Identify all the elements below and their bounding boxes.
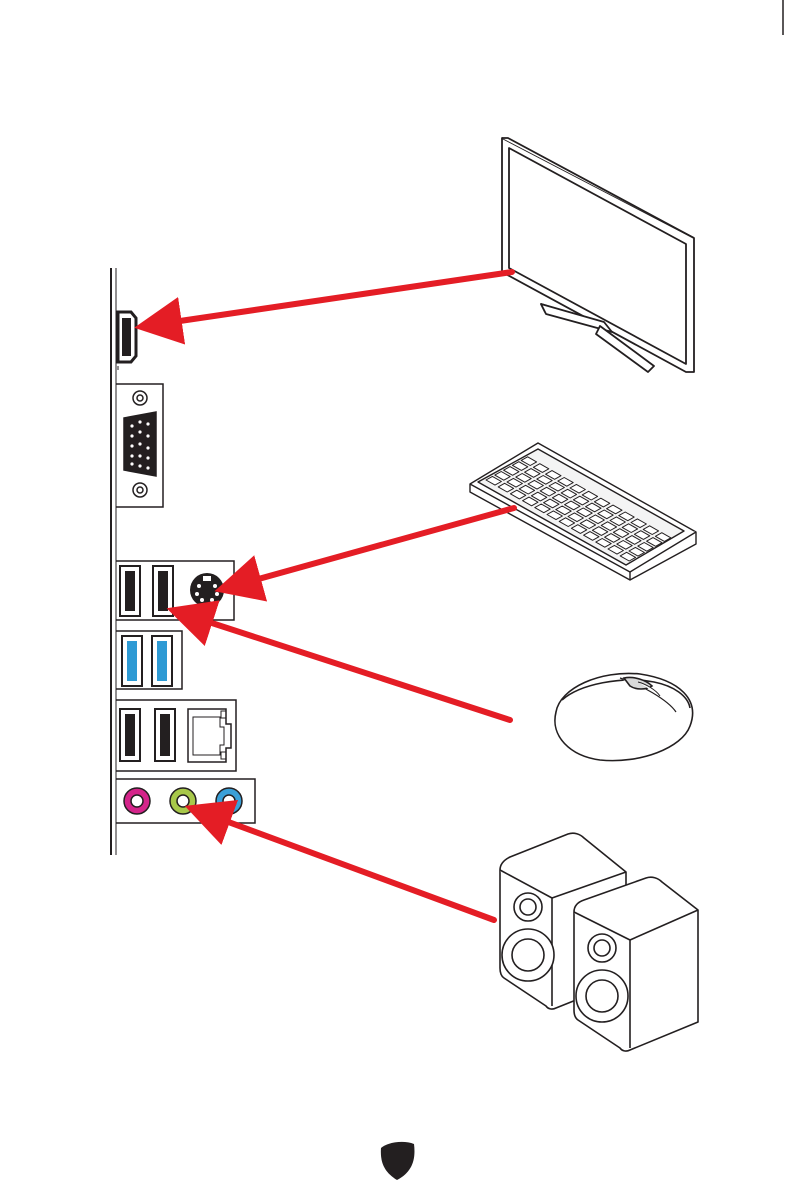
usb-lan-block <box>116 700 236 771</box>
mic-in-port <box>124 788 150 814</box>
monitor-icon <box>502 138 694 372</box>
audio-block <box>116 779 255 823</box>
vga-port <box>116 384 163 507</box>
usb-2-port <box>153 566 173 616</box>
arrow-speakers-to-line-out <box>196 810 494 920</box>
arrow-monitor-to-hdmi <box>146 272 512 326</box>
usb-3-port <box>122 636 142 686</box>
usb-port-d <box>155 709 175 761</box>
usb-3-block <box>116 631 182 689</box>
speakers-icon <box>500 833 698 1051</box>
usb-ps2-block <box>116 561 234 620</box>
line-in-port <box>216 788 242 814</box>
arrow-mouse-to-usb <box>178 612 510 720</box>
lan-port <box>188 709 231 762</box>
arrow-keyboard-to-ps2 <box>226 508 514 588</box>
mouse-icon <box>555 673 693 760</box>
usb-2-port-a <box>120 566 140 616</box>
line-out-port <box>170 788 196 814</box>
hdmi-port <box>118 312 136 370</box>
speaker-right <box>574 877 698 1051</box>
ps2-port <box>190 573 224 607</box>
usb-3-port-b <box>152 636 172 686</box>
msi-shield-icon <box>381 1142 415 1180</box>
usb-port-c <box>120 709 140 761</box>
io-panel <box>111 268 255 855</box>
